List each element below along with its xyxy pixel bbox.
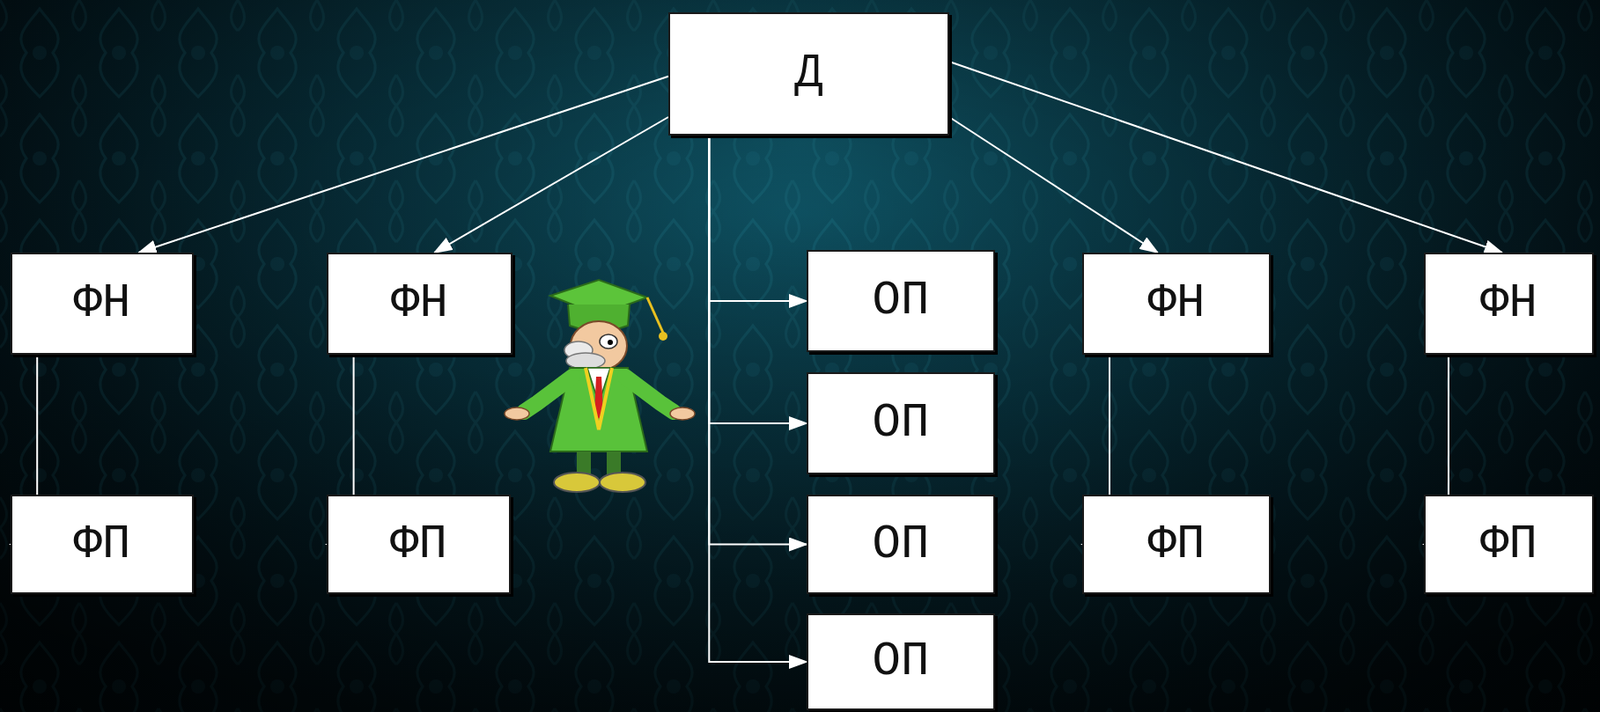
- box-label: ФП: [1480, 521, 1538, 569]
- org-box: ОП: [806, 372, 996, 475]
- org-box: ОП: [806, 494, 996, 595]
- box-label: ФП: [1148, 521, 1206, 569]
- org-box: ФП: [10, 494, 194, 595]
- org-box: Д: [668, 12, 950, 136]
- connector-arrow: [434, 117, 669, 253]
- box-label: Д: [794, 50, 823, 98]
- org-box: ФН: [1082, 252, 1271, 355]
- box-label: ФП: [390, 521, 448, 569]
- box-label: ОП: [872, 277, 930, 325]
- connector-arrow: [708, 135, 807, 424]
- connector-arrow: [949, 61, 1503, 253]
- box-label: ФН: [390, 280, 449, 328]
- box-label: ОП: [872, 638, 930, 686]
- connector-arrow: [949, 117, 1158, 253]
- org-box: ФП: [1423, 494, 1594, 595]
- box-label: ОП: [872, 521, 930, 569]
- org-box: ФН: [1423, 252, 1594, 355]
- box-label: ФН: [1480, 280, 1538, 328]
- connector-arrow: [708, 135, 807, 663]
- connector-arrow: [708, 135, 807, 302]
- org-box: ОП: [806, 250, 996, 353]
- org-box: ФП: [1082, 494, 1271, 595]
- org-box: ОП: [806, 613, 996, 711]
- box-label: ОП: [872, 399, 930, 448]
- org-box: ФН: [10, 252, 194, 355]
- org-box: ФН: [326, 252, 513, 355]
- box-label: ФН: [73, 280, 132, 328]
- box-label: ФН: [1148, 280, 1206, 328]
- connector-arrow: [708, 135, 807, 546]
- org-box: ФП: [326, 494, 511, 595]
- connector-arrow: [139, 76, 669, 253]
- box-label: ФП: [73, 521, 132, 569]
